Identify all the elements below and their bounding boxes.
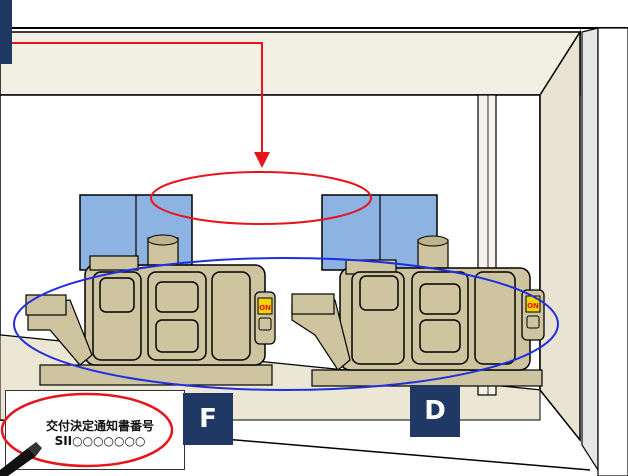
back-wall — [0, 31, 581, 96]
machine-left-door-3 — [211, 271, 251, 361]
machine-right-hatch-1 — [359, 275, 399, 311]
label-badge-f: F — [183, 393, 233, 445]
red-callout-ellipse — [150, 171, 372, 225]
machine-left-hatch-2a — [155, 281, 199, 313]
machine-right-arm-tip — [291, 293, 335, 315]
machine-left-top-panel — [89, 255, 139, 271]
nameplate: 交付決定通知書番号 SII○○○○○○○ — [5, 390, 185, 470]
machine-left-control-button — [258, 317, 272, 331]
machine-left-chimney-top — [147, 234, 179, 246]
nameplate-number-value: SII○○○○○○○ — [54, 434, 146, 448]
machine-right-hatch-2b — [419, 319, 461, 353]
machine-right-base — [311, 369, 543, 387]
machine-left-hatch-2b — [155, 319, 199, 353]
machine-right-arm — [291, 299, 351, 371]
right-panel-face — [597, 27, 628, 476]
red-pointer-arrowhead — [254, 152, 270, 168]
machine-right-chimney-top — [417, 235, 449, 247]
machine-left-arm — [27, 299, 93, 366]
ceiling-band — [0, 0, 628, 28]
red-pointer-line — [12, 42, 263, 155]
right-wall — [539, 29, 581, 443]
machine-right: ON — [291, 194, 545, 387]
machine-right-control-button — [526, 315, 540, 329]
right-panel — [581, 27, 599, 473]
machine-right-hatch-2a — [419, 283, 461, 315]
machine-right-door-3 — [474, 271, 516, 365]
machine-left-on-label: ON — [259, 304, 271, 312]
machine-left-on-switch — [257, 297, 273, 315]
label-badge-d: D — [410, 385, 460, 437]
blue-callout-ellipse — [13, 257, 559, 391]
machine-left-arm-tip — [25, 294, 67, 316]
machine-right-on-label: ON — [527, 302, 539, 310]
nameplate-number-label: 交付決定通知書番号 — [45, 419, 154, 433]
machine-left: ON — [25, 194, 276, 386]
machine-left-hatch-1 — [99, 277, 135, 313]
corner-marker — [0, 0, 12, 64]
